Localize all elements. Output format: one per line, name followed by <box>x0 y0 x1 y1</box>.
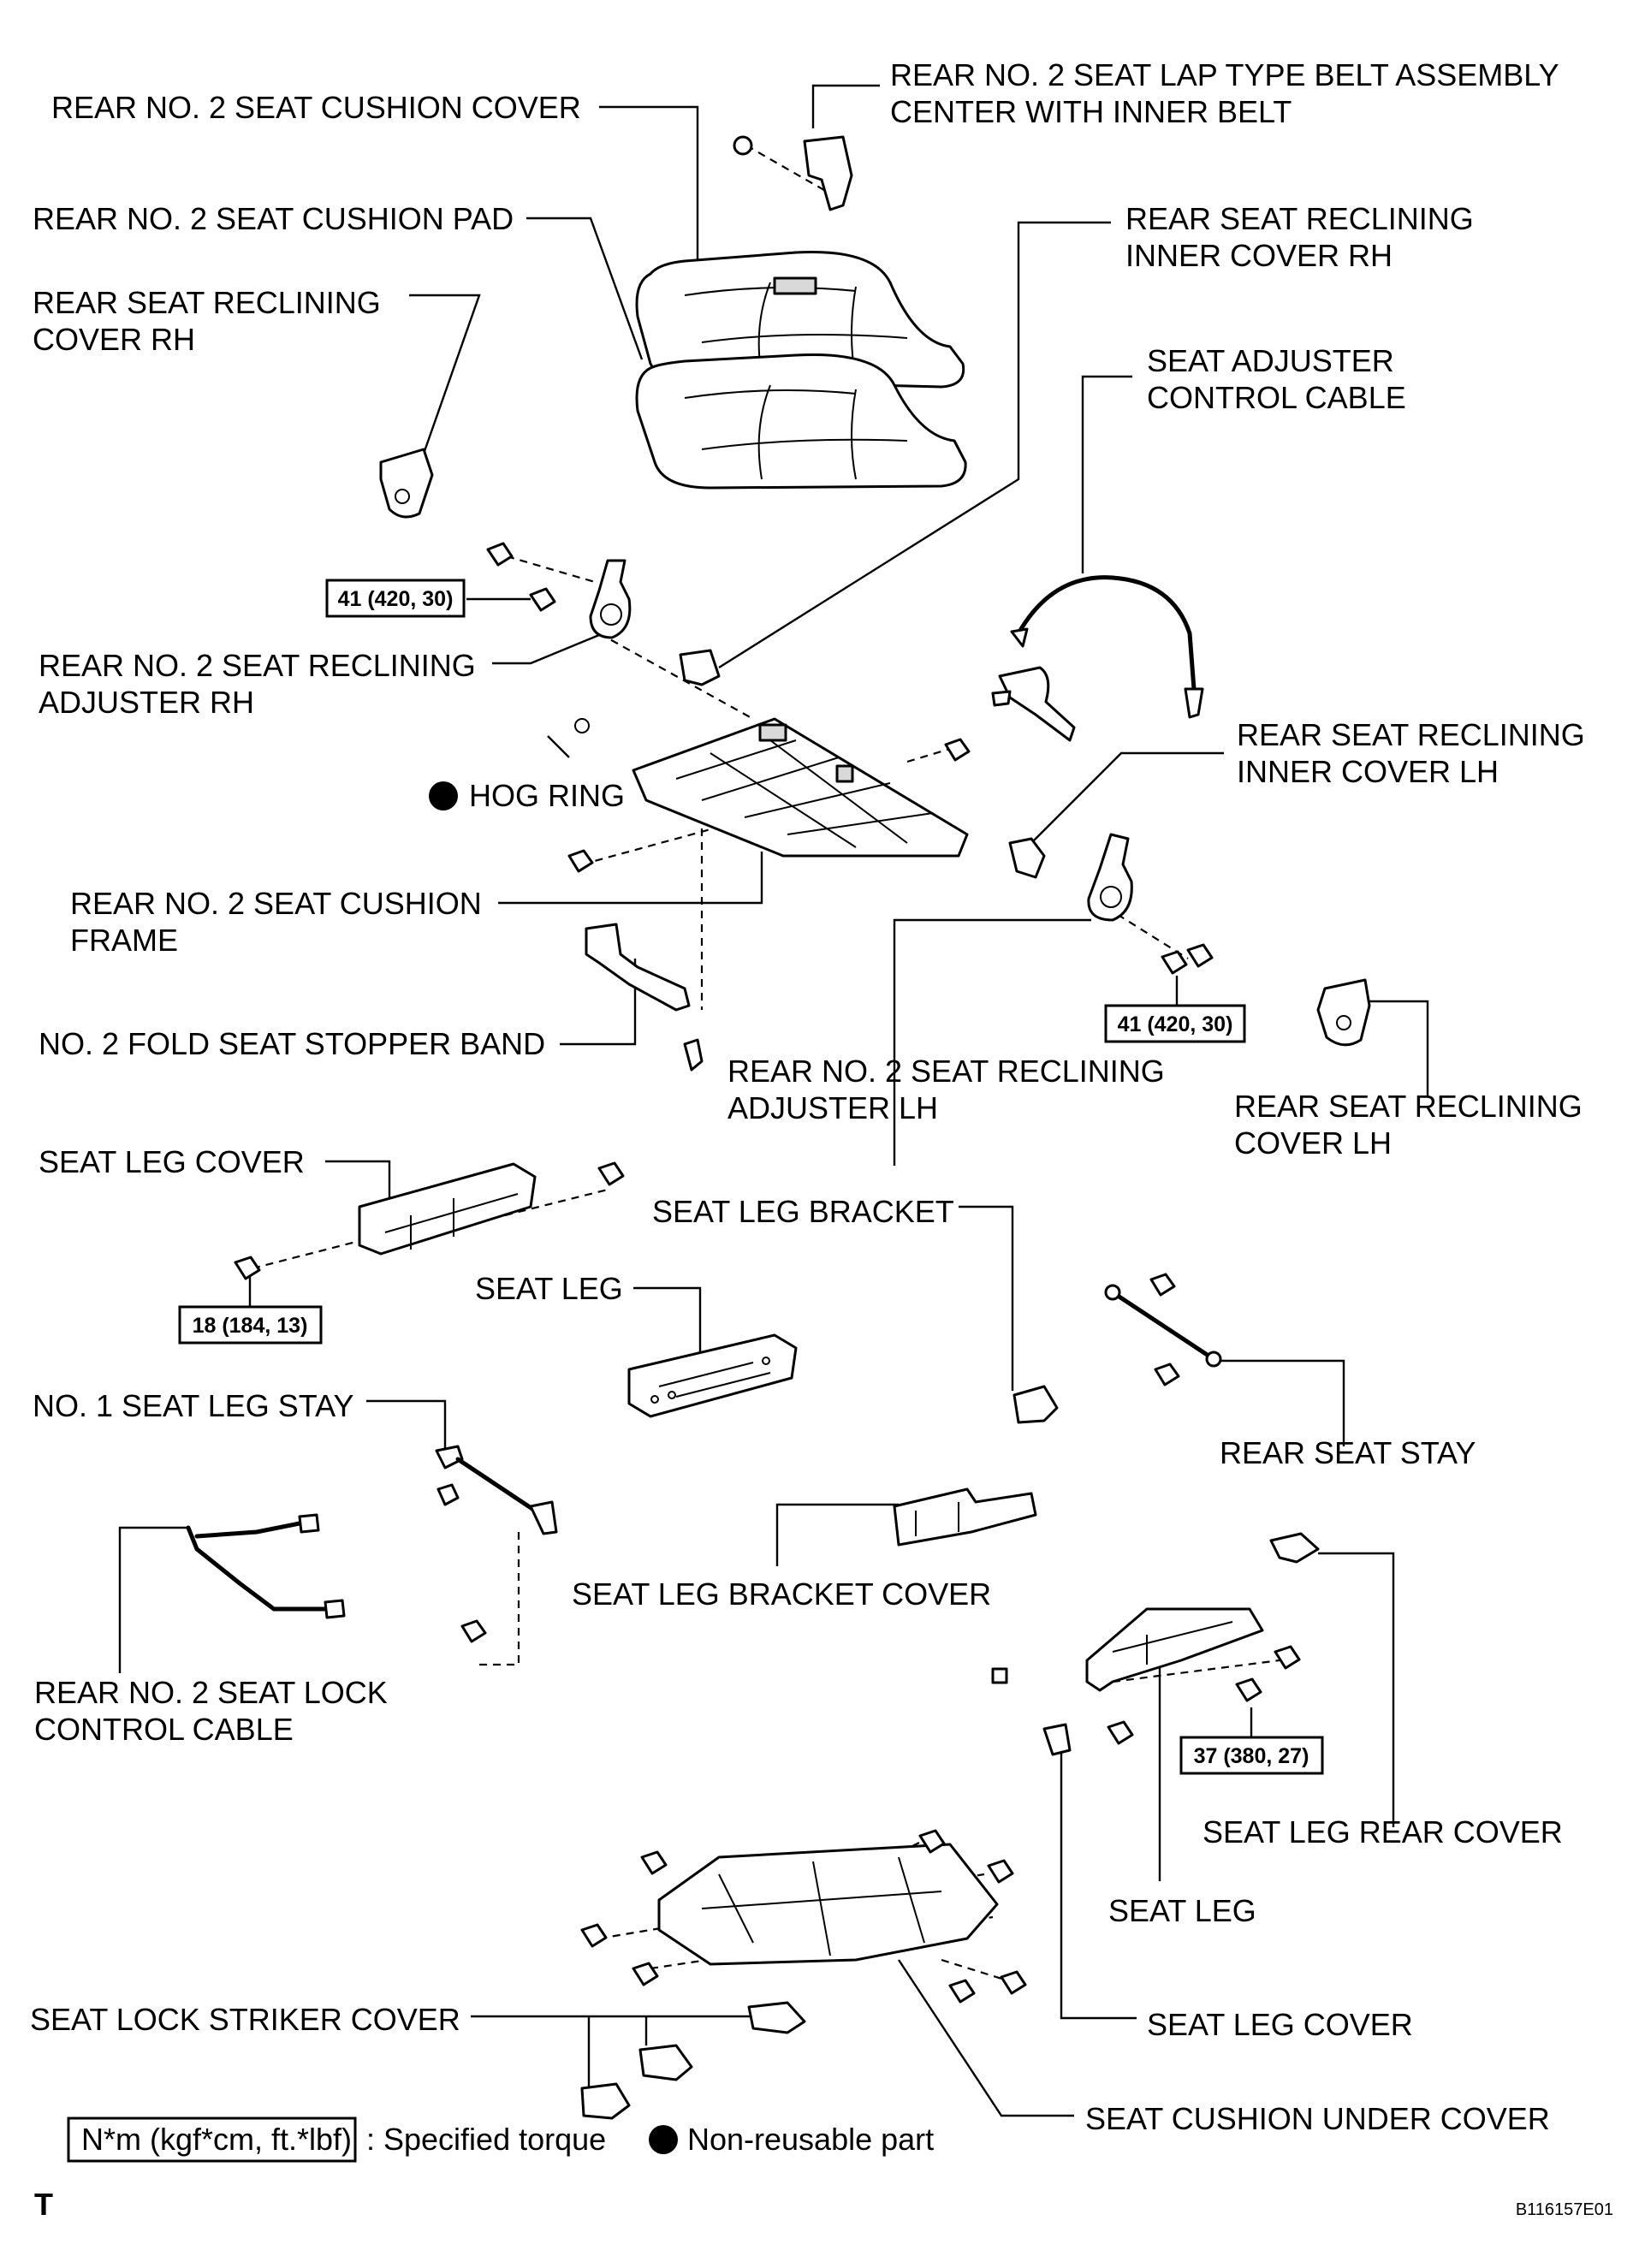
label-seat-leg-bracket: SEAT LEG BRACKET <box>652 1194 954 1229</box>
bolts-adjuster-lh <box>1161 943 1214 975</box>
torque-box-adjuster-rh: 41 (420, 30) <box>325 579 466 618</box>
no1-seat-leg-stay-part <box>435 1445 558 1643</box>
reclining-adjuster-lh-part <box>1087 833 1133 922</box>
label-lock-cable-line1: REAR NO. 2 SEAT LOCK <box>34 1675 388 1710</box>
seat-leg-bottom-part <box>1085 1607 1301 1702</box>
seat-leg-top-part <box>627 1333 798 1418</box>
legend-non-reusable: Non-reusable part <box>687 2122 934 2157</box>
seat-leg-cover-top-part <box>234 1161 625 1280</box>
seat-adjuster-cable-part <box>1010 575 1204 719</box>
label-adjuster-cable-line1: SEAT ADJUSTER <box>1147 343 1394 378</box>
seat-cushion-cover-part <box>635 250 965 389</box>
label-seat-leg-bracket-cover: SEAT LEG BRACKET COVER <box>572 1576 991 1612</box>
svg-text:37 (380, 27): 37 (380, 27) <box>1194 1744 1309 1768</box>
label-reclining-adjuster-rh-line2: ADJUSTER RH <box>39 685 254 720</box>
label-seat-leg-rear-cover: SEAT LEG REAR COVER <box>1203 1814 1563 1849</box>
reclining-cover-rh-part <box>379 448 434 519</box>
label-reclining-inner-cover-lh-line2: INNER COVER LH <box>1237 754 1499 789</box>
reclining-adjuster-rh-part <box>589 559 632 639</box>
label-stopper-band: NO. 2 FOLD SEAT STOPPER BAND <box>39 1026 545 1061</box>
seat-lock-striker-covers-part <box>580 2001 806 2120</box>
label-reclining-adjuster-lh-line2: ADJUSTER LH <box>727 1090 938 1125</box>
adjuster-handle-part <box>991 666 1076 742</box>
seat-cushion-frame-part <box>632 717 969 858</box>
label-lap-belt-line2: CENTER WITH INNER BELT <box>890 94 1292 129</box>
stopper-band-part <box>585 923 704 1072</box>
label-reclining-inner-cover-lh-line1: REAR SEAT RECLINING <box>1237 717 1585 752</box>
lap-belt-part <box>733 135 853 211</box>
label-seat-leg-top: SEAT LEG <box>475 1271 623 1306</box>
torque-box-seat-leg: 37 (380, 27) <box>1179 1736 1324 1775</box>
svg-text:41 (420, 30): 41 (420, 30) <box>1118 1012 1233 1036</box>
filled-circle-icon <box>649 2125 678 2154</box>
seat-cushion-pad-part <box>635 353 967 490</box>
seat-leg-bracket-part <box>1012 1385 1059 1424</box>
footer-left-mark: T <box>34 2187 53 2222</box>
svg-text:18 (184, 13): 18 (184, 13) <box>193 1314 308 1338</box>
torque-box-adjuster-lh: 41 (420, 30) <box>1104 1004 1246 1043</box>
legend-torque-format: N*m (kgf*cm, ft.*lbf) <box>81 2122 352 2157</box>
footer-figure-id: B116157E01 <box>1516 2200 1613 2219</box>
label-reclining-inner-cover-rh-line2: INNER COVER RH <box>1125 238 1393 273</box>
label-seat-leg-cover-bottom: SEAT LEG COVER <box>1147 2007 1413 2042</box>
label-reclining-adjuster-lh-line1: REAR NO. 2 SEAT RECLINING <box>727 1054 1165 1089</box>
label-rear-no2-seat-cushion-cover: REAR NO. 2 SEAT CUSHION COVER <box>51 90 581 125</box>
label-reclining-cover-rh-line2: COVER RH <box>33 322 195 357</box>
seat-leg-bracket-cover-part <box>893 1487 1037 1547</box>
lock-control-cable-part <box>186 1513 346 1619</box>
reclining-cover-lh-part <box>1316 978 1371 1047</box>
label-adjuster-cable-line2: CONTROL CABLE <box>1147 380 1406 415</box>
label-lap-belt-line1: REAR NO. 2 SEAT LAP TYPE BELT ASSEMBLY <box>890 57 1559 92</box>
label-seat-leg-cover-top: SEAT LEG COVER <box>39 1144 305 1179</box>
label-no1-seat-leg-stay: NO. 1 SEAT LEG STAY <box>33 1388 353 1423</box>
label-lock-cable-line2: CONTROL CABLE <box>34 1712 294 1747</box>
label-cushion-frame-line1: REAR NO. 2 SEAT CUSHION <box>70 886 482 921</box>
seat-leg-rear-cover-part <box>1269 1532 1320 1564</box>
label-reclining-cover-lh-line2: COVER LH <box>1234 1125 1392 1161</box>
reclining-inner-cover-rh-part <box>679 649 721 686</box>
label-cushion-frame-line2: FRAME <box>70 923 178 958</box>
svg-text:41 (420, 30): 41 (420, 30) <box>338 587 454 611</box>
frame-bolts <box>567 738 971 873</box>
label-reclining-cover-rh-line1: REAR SEAT RECLINING <box>33 285 381 320</box>
label-rear-seat-stay: REAR SEAT STAY <box>1220 1435 1476 1470</box>
label-seat-leg-bottom: SEAT LEG <box>1108 1893 1256 1928</box>
seat-cushion-under-cover-part <box>580 1829 1027 2004</box>
legend: N*m (kgf*cm, ft.*lbf) : Specified torque… <box>67 2117 934 2163</box>
label-reclining-adjuster-rh-line1: REAR NO. 2 SEAT RECLINING <box>39 648 476 683</box>
reclining-inner-cover-lh-part <box>1008 837 1046 879</box>
rear-seat-stay-part <box>1104 1273 1222 1386</box>
seat-leg-cover-bottom-part <box>1042 1720 1134 1756</box>
legend-torque-meaning: : Specified torque <box>366 2122 606 2157</box>
torque-box-seat-leg-cover: 18 (184, 13) <box>178 1305 323 1345</box>
label-seat-lock-striker-cover: SEAT LOCK STRIKER COVER <box>30 2002 460 2037</box>
hog-ring-part <box>574 718 590 733</box>
bolts-adjuster-rh <box>486 542 556 612</box>
label-rear-no2-seat-cushion-pad: REAR NO. 2 SEAT CUSHION PAD <box>33 201 514 236</box>
label-hog-ring: HOG RING <box>469 778 625 813</box>
label-seat-cushion-under-cover: SEAT CUSHION UNDER COVER <box>1085 2101 1550 2136</box>
leader-lines <box>118 84 1429 2117</box>
small-nut-part <box>991 1667 1008 1684</box>
label-reclining-cover-lh-line1: REAR SEAT RECLINING <box>1234 1089 1583 1124</box>
label-reclining-inner-cover-rh-line1: REAR SEAT RECLINING <box>1125 201 1474 236</box>
hog-ring-non-reusable-marker-icon <box>429 781 458 810</box>
